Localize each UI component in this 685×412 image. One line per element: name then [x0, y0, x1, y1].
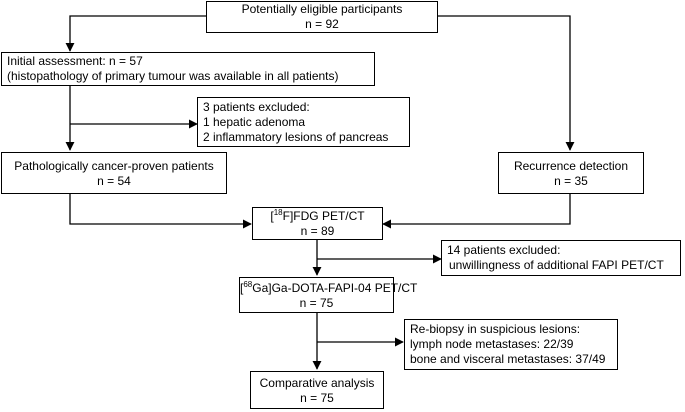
initial-assessment-note: (histopathology of primary tumour was av… — [7, 69, 339, 83]
connector-eligible-to-initial — [65, 15, 206, 52]
rebiopsy-bone-visceral: bone and visceral metastases: 37/49 — [410, 352, 606, 366]
recurrence-box: Recurrence detection n = 35 — [498, 152, 644, 194]
fapi-isotope: 68 — [243, 280, 253, 289]
comparative-analysis-box: Comparative analysis n = 75 — [250, 371, 384, 409]
fapi-pet-count: n = 75 — [299, 296, 334, 310]
fdg-pet-label: [18F]FDG PET/CT — [253, 209, 382, 224]
rebiopsy-box: Re-biopsy in suspicious lesions: lymph n… — [404, 319, 618, 370]
fapi-name: Ga]Ga-DOTA-FAPI-04 PET/CT — [252, 281, 418, 295]
pathological-count: n = 54 — [97, 174, 131, 188]
initial-assessment-label: Initial assessment: n = 57 — [7, 54, 143, 68]
excluded-3-reason-2: 2 inflammatory lesions of pancreas — [203, 130, 389, 144]
fapi-pet-box: [68Ga]Ga-DOTA-FAPI-04 PET/CT n = 75 — [239, 277, 417, 313]
fdg-name: F]FDG PET/CT — [282, 209, 365, 223]
rebiopsy-title: Re-biopsy in suspicious lesions: — [410, 322, 581, 336]
excluded-3-box: 3 patients excluded: 1 hepatic adenoma 2… — [197, 97, 410, 147]
connector-recurrence-to-fdg — [382, 194, 571, 229]
excluded-3-title: 3 patients excluded: — [203, 100, 310, 114]
pathological-label: Pathologically cancer-proven patients — [14, 159, 214, 173]
connector-pathological-to-fdg — [69, 194, 252, 229]
excluded-14-reason: unwillingness of additional FAPI PET/CT — [449, 258, 664, 272]
excluded-3-reason-1: 1 hepatic adenoma — [203, 115, 306, 129]
fdg-isotope: 18 — [273, 208, 283, 217]
eligible-participants-label: Potentially eligible participants — [241, 2, 403, 16]
pathological-box: Pathologically cancer-proven patients n … — [1, 152, 227, 194]
fdg-bracket-open: [ — [270, 209, 274, 223]
initial-assessment-box: Initial assessment: n = 57 (histopatholo… — [1, 52, 375, 86]
comparative-analysis-label: Comparative analysis — [259, 376, 375, 390]
fdg-pet-box: [18F]FDG PET/CT n = 89 — [252, 207, 383, 240]
connector-eligible-to-recurrence — [438, 15, 575, 151]
eligible-participants-count: n = 92 — [305, 17, 339, 31]
recurrence-label: Recurrence detection — [513, 159, 629, 173]
fdg-pet-count: n = 89 — [300, 224, 335, 238]
eligible-participants-box: Potentially eligible participants n = 92 — [206, 1, 438, 33]
excluded-14-box: 14 patients excluded: unwillingness of a… — [441, 240, 681, 276]
fapi-pet-label: [68Ga]Ga-DOTA-FAPI-04 PET/CT — [240, 280, 417, 296]
excluded-14-title: 14 patients excluded: — [447, 243, 561, 257]
recurrence-count: n = 35 — [554, 174, 588, 188]
fapi-bracket-open: [ — [240, 281, 244, 295]
rebiopsy-lymph-node: lymph node metastases: 22/39 — [410, 337, 574, 351]
comparative-analysis-count: n = 75 — [300, 391, 334, 405]
